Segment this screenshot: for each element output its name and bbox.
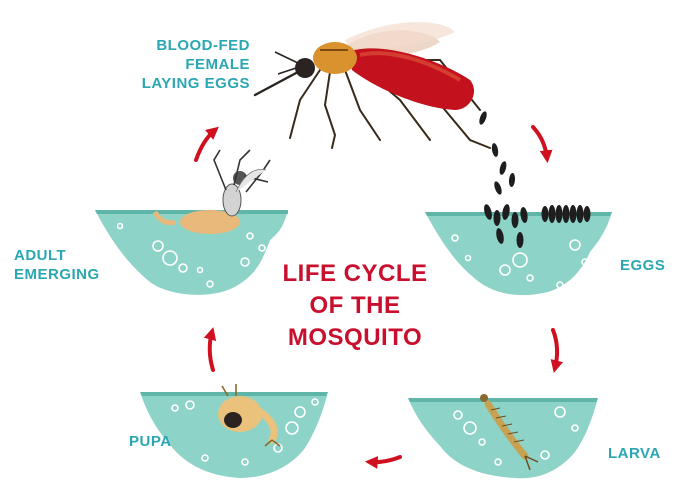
label-line: PUPA [129,433,172,450]
mosquito-icon [253,22,491,149]
title-line: OF THE [309,292,401,319]
label-line: BLOOD-FED [156,37,250,54]
pool-larva [408,398,598,479]
label-larva: LARVA [608,444,661,463]
emerging-adult-icon [152,149,271,234]
label-line: LARVA [608,445,661,462]
larva-icon [480,394,539,471]
pool-adult [95,210,288,295]
title-line: LIFE CYCLE [282,260,428,287]
label-line: EGGS [620,257,666,274]
pool-pupa [140,392,328,478]
label-line: EMERGING [14,266,100,283]
label-blood-fed: BLOOD-FED FEMALE LAYING EGGS [112,36,250,93]
label-line: ADULT [14,247,67,264]
label-pupa: PUPA [129,432,172,451]
cycle-arrow-icon [194,125,564,469]
egg-icon [484,204,591,248]
label-line: LAYING EGGS [141,75,250,92]
pupa-icon [218,384,281,447]
title-line: MOSQUITO [287,324,423,351]
label-adult-emerging: ADULT EMERGING [14,246,100,284]
egg-icon [479,111,516,195]
diagram-title: LIFE CYCLE OF THE MOSQUITO [270,258,440,354]
label-line: FEMALE [185,56,250,73]
pool-eggs [425,212,612,296]
label-eggs: EGGS [620,256,665,275]
